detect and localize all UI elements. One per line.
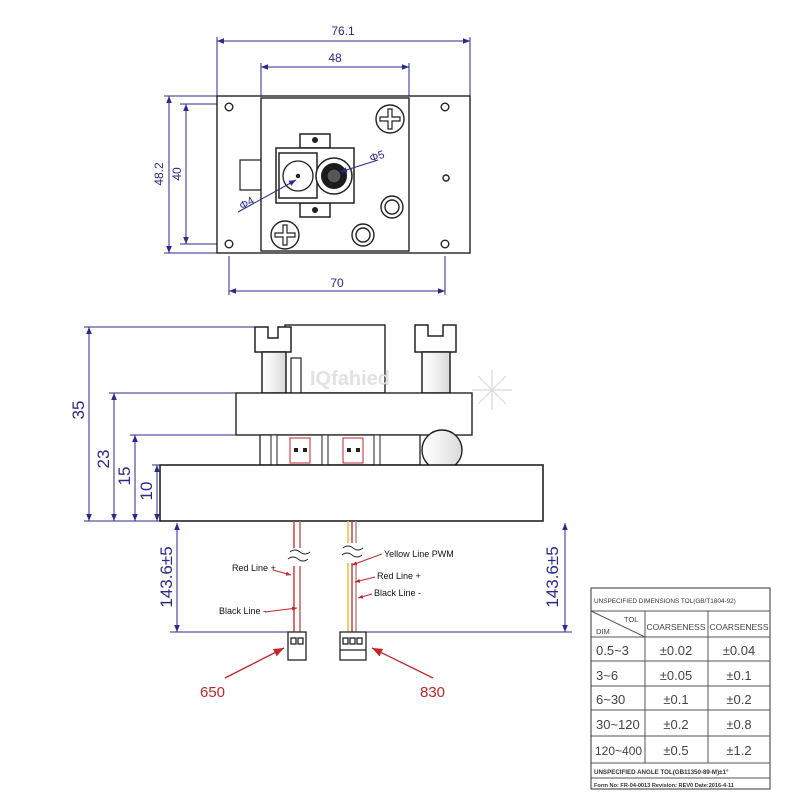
upper-housing [284,324,386,394]
table-col2-header: COARSENESS [709,622,768,632]
watermark: IQfahied [310,368,390,390]
dim-overall-width [216,37,471,96]
tolerance-table: UNSPECIFIED DIMENSIONS TOL(GB/T1804-92) … [590,587,771,790]
left-code-leader [224,647,285,679]
table-corner-dim: DIM [596,627,610,636]
tab-hole-icon [312,137,318,143]
table-corner-tol: TOL [624,615,638,624]
dim-inner-width [260,63,410,96]
left-connector-icon [287,631,307,661]
table-cell-c1: ±0.1 [663,692,688,707]
dim-cable-right-label: 143.6±5 [543,546,562,607]
dim-cable-lengths [170,523,572,633]
right-yellow-leader [351,553,383,566]
spacer [259,434,421,466]
left-red-leader [272,569,292,576]
table-cell-c2: ±0.8 [726,717,751,732]
left-red-wire-label: Red Line + [232,563,276,573]
dim-small-hole-label: Φ5 [368,149,386,165]
table-grid [590,610,770,779]
outlet-port-center [326,168,342,184]
pcb-connector-icon [289,437,364,464]
table-row: 3~6 ±0.05 ±0.1 [596,668,752,683]
dim-overall-width-label: 76.1 [331,24,355,38]
screw-icon [375,104,405,134]
table-cell-c1: ±0.05 [660,668,692,683]
dim-10-label: 10 [137,482,156,501]
table-cell-c1: ±0.5 [663,743,688,758]
table-row: 6~30 ±0.1 ±0.2 [596,692,752,707]
dim-15-label: 15 [115,467,134,486]
right-connector-icon [339,631,367,661]
right-black-wire-label: Black Line - [374,588,421,598]
screw-icon [270,220,300,250]
boss-icon [351,195,404,247]
table-cell-dim: 3~6 [596,668,618,683]
side-step [239,159,261,191]
watermark-sun-icon [472,370,512,410]
middle-block [235,392,473,436]
dim-inner-width-label: 48 [328,51,342,65]
dim-23-label: 23 [94,450,113,469]
table-row: 30~120 ±0.2 ±0.8 [596,717,752,732]
dim-cable-left-label: 143.6±5 [157,546,176,607]
right-red-leader [354,576,376,583]
left-wire-bundle [287,521,311,632]
dim-inner-height-label: 40 [170,167,184,181]
table-form-no: Form No: FR-04-0013 Revision: REV0 Date:… [594,783,734,789]
right-code-leader [371,647,434,679]
table-frame [590,587,771,790]
table-cell-c2: ±1.2 [726,743,751,758]
left-connector-code: 650 [200,684,225,701]
inlet-center-icon [295,173,301,179]
dim-hole-spacing-label: 70 [330,276,344,290]
table-cell-dim: 0.5~3 [596,643,629,658]
pcb-pin-icon [294,448,360,452]
leader-large-hole [237,179,297,213]
table-cell-c1: ±0.2 [663,717,688,732]
dim-side-heights [84,326,262,522]
table-cell-dim: 6~30 [596,692,625,707]
dim-overall-height-label: 48.2 [152,162,166,186]
motor-boss [421,429,463,471]
side-view: 35 23 15 10 IQfahied [69,324,572,701]
right-connector-code: 830 [420,684,445,701]
table-angle-note: UNSPECIFIED ANGLE TOL(GB11350-89-M)±1° [594,769,729,776]
right-black-leader [357,593,373,599]
table-row: 120~400 ±0.5 ±1.2 [595,743,752,758]
dim-hole-spacing [228,256,446,295]
table-col1-header: COARSENESS [646,622,705,632]
table-row: 0.5~3 ±0.02 ±0.04 [596,643,755,658]
tab-hole-icon [312,207,318,213]
right-red-wire-label: Red Line + [377,571,421,581]
left-fitting [254,326,302,394]
right-yellow-wire-label: Yellow Line PWM [384,549,454,559]
top-view: 76.1 48 48.2 40 70 [152,24,471,295]
table-cell-c2: ±0.04 [723,643,755,658]
table-title: UNSPECIFIED DIMENSIONS TOL(GB/T1804-92) [594,598,736,605]
dim-total-height-label: 35 [69,401,88,420]
table-cell-c2: ±0.1 [726,668,751,683]
table-cell-c2: ±0.2 [726,692,751,707]
left-black-leader [264,606,298,613]
right-wire-bundle [341,521,364,632]
table-cell-dim: 120~400 [595,744,642,758]
base-plate [159,464,544,522]
table-cell-c1: ±0.02 [660,643,692,658]
mount-hole-icon [224,102,450,249]
table-cell-dim: 30~120 [596,717,640,732]
leader-small-hole [339,159,379,173]
left-black-wire-label: Black Line - [219,606,266,616]
right-fitting [414,324,457,394]
